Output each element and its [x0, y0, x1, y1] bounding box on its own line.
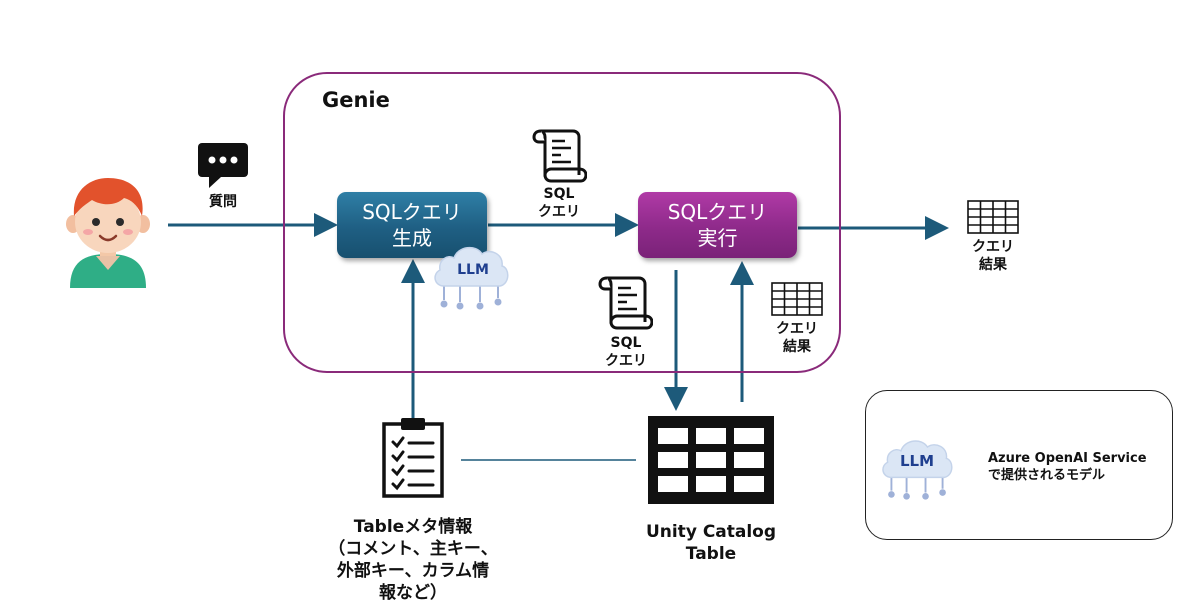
user-avatar-icon: [66, 178, 150, 288]
table-meta-line3: 外部キー、カラム情: [336, 561, 490, 581]
unity-catalog-line1: Unity Catalog: [645, 522, 777, 542]
query-result-output-line1: クエリ: [972, 239, 1014, 255]
sql-query-bottom-line2: クエリ: [605, 353, 647, 369]
llm-cloud-icon: [434, 246, 509, 310]
sql-scroll-icon: [532, 129, 587, 183]
sql-query-top-line2: クエリ: [538, 204, 580, 220]
result-grid-icon: [771, 282, 823, 316]
query-result-label-output: クエリ 結果: [958, 238, 1028, 274]
table-meta-label: Tableメタ情報 （コメント、主キー、 外部キー、カラム情 報など）: [318, 516, 508, 604]
unity-catalog-label: Unity Catalog Table: [630, 521, 792, 565]
table-meta-line4: 報など）: [379, 583, 447, 603]
legend-frame: [865, 390, 1173, 540]
query-result-output-line2: 結果: [979, 257, 1007, 273]
table-grid-icon: [648, 416, 774, 504]
legend-description: Azure OpenAI Service で提供されるモデル: [988, 450, 1168, 484]
sql-generate-box: SQLクエリ 生成: [337, 192, 487, 258]
table-meta-line2: （コメント、主キー、: [328, 539, 498, 559]
clipboard-checklist-icon: [382, 418, 444, 498]
sql-query-label-bottom: SQL クエリ: [591, 334, 661, 370]
question-label: 質問: [209, 194, 237, 210]
sql-query-label-top: SQL クエリ: [524, 185, 594, 221]
legend-llm-badge-label: LLM: [899, 452, 935, 470]
sql-query-bottom-line1: SQL: [610, 335, 642, 351]
result-grid-icon-output: [967, 200, 1019, 234]
table-meta-line1: Tableメタ情報: [353, 517, 473, 537]
query-result-inner-line1: クエリ: [776, 321, 818, 337]
genie-title: Genie: [322, 88, 390, 112]
legend-line2: で提供されるモデル: [988, 468, 1106, 483]
sql-execute-line2: 実行: [697, 226, 738, 250]
query-result-label-inner: クエリ 結果: [762, 320, 832, 356]
query-result-inner-line2: 結果: [783, 339, 811, 355]
sql-generate-line1: SQLクエリ: [362, 200, 462, 224]
sql-execute-box: SQLクエリ 実行: [638, 192, 797, 258]
llm-badge-label: LLM: [457, 262, 489, 278]
llm-cloud-icon-legend: [882, 440, 953, 500]
legend-line1: Azure OpenAI Service: [988, 451, 1147, 466]
sql-query-top-line1: SQL: [543, 186, 575, 202]
unity-catalog-line2: Table: [685, 544, 737, 564]
sql-execute-line1: SQLクエリ: [667, 200, 768, 224]
sql-scroll-icon-lower: [598, 276, 653, 330]
speech-bubble-icon: [198, 143, 248, 188]
genie-frame: [283, 72, 841, 373]
sql-generate-line2: 生成: [392, 226, 432, 250]
